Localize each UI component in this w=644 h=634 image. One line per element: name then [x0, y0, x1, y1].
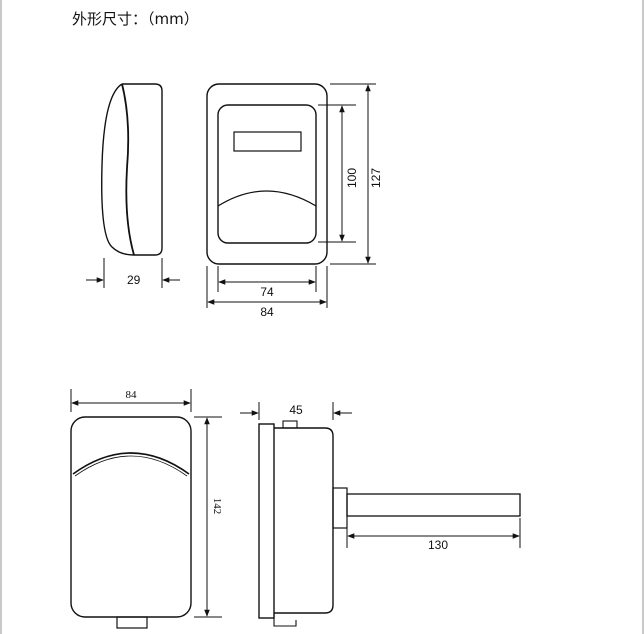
side-view-bottom [258, 420, 521, 627]
dimension-front-width-bottom [70, 389, 192, 412]
label-inner-height-top: 100 [345, 168, 359, 188]
side-profile-view-top [101, 83, 163, 256]
label-front-width-bottom: 84 [126, 389, 138, 401]
label-side-depth-top: 29 [127, 273, 141, 287]
dimension-side-depth-bottom [240, 402, 352, 420]
dimension-side-depth-top [86, 258, 180, 288]
label-outer-width-top: 84 [260, 305, 274, 319]
right-border-rule [642, 0, 644, 634]
dimension-probe-length [346, 518, 521, 548]
label-front-height-bottom: 142 [211, 498, 223, 515]
dimension-inner-height-top [318, 104, 356, 243]
dimension-front-height-bottom [194, 416, 222, 618]
label-inner-width-top: 74 [260, 285, 274, 299]
dimension-inner-width-top [217, 266, 317, 292]
left-border-rule [0, 0, 2, 634]
dimension-outer-height-top [330, 83, 376, 265]
page-title: 外形尺寸：（mm） [72, 10, 199, 28]
dimension-outer-width-top [206, 266, 328, 308]
front-view-top [206, 83, 328, 265]
front-view-bottom [70, 416, 192, 629]
label-outer-height-top: 127 [369, 168, 383, 188]
label-probe-length: 130 [428, 538, 448, 552]
label-side-depth-bottom: 45 [289, 403, 303, 417]
